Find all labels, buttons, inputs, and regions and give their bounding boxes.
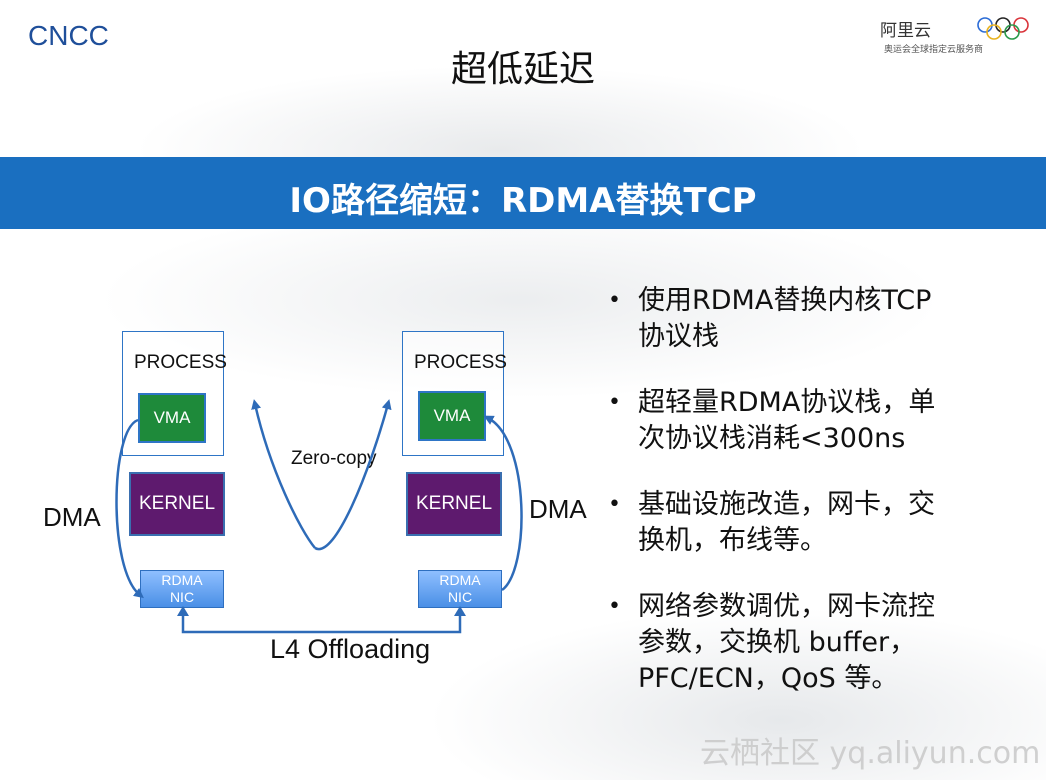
bullet-dot-icon: •: [608, 390, 621, 415]
bullet-line: 超轻量RDMA协议栈，单: [638, 387, 936, 418]
cncc-logo: CNCC: [28, 20, 109, 51]
l4-offloading-label: L4 Offloading: [270, 634, 431, 664]
left-dma-arrow: [115, 418, 144, 599]
aliyun-brand: 阿里云: [880, 21, 931, 41]
right-rdma-nic-box: RDMA NIC: [418, 570, 502, 608]
bullet-dot-icon: •: [608, 594, 621, 619]
right-nic-line2: NIC: [447, 589, 473, 605]
left-process-label: PROCESS: [134, 352, 227, 373]
bullet-line: 使用RDMA替换内核TCP: [638, 285, 932, 316]
bullet-line: 换机，布线等。: [638, 525, 827, 556]
bullet-item: • 使用RDMA替换内核TCP 协议栈: [600, 283, 1020, 355]
bullet-item: • 超轻量RDMA协议栈，单 次协议栈消耗<300ns: [600, 385, 1020, 457]
left-vma-box: VMA: [138, 393, 206, 443]
right-dma-label: DMA: [529, 494, 587, 524]
left-rdma-nic-box: RDMA NIC: [140, 570, 224, 608]
watermark: 云栖社区 yq.aliyun.com: [700, 736, 1041, 771]
bullet-line: 协议栈: [638, 321, 719, 352]
bullet-line: 基础设施改造，网卡，交: [638, 489, 935, 520]
bullet-line: PFC/ECN，QoS 等。: [638, 663, 899, 694]
bullet-line: 次协议栈消耗<300ns: [638, 423, 906, 454]
bullet-item: • 网络参数调优，网卡流控 参数，交换机 buffer， PFC/ECN，QoS…: [600, 589, 1020, 697]
bullet-line: 参数，交换机 buffer，: [638, 627, 917, 658]
zero-copy-arrow-up-left: [251, 399, 316, 549]
banner-text: IO路径缩短：RDMA替换TCP: [289, 181, 757, 221]
right-kernel-box: KERNEL: [406, 472, 502, 536]
bullet-list: • 使用RDMA替换内核TCP 协议栈 • 超轻量RDMA协议栈，单 次协议栈消…: [600, 283, 1020, 727]
olympic-rings-icon: [977, 17, 1029, 40]
left-nic-line2: NIC: [169, 589, 195, 605]
right-process-label: PROCESS: [414, 352, 507, 373]
aliyun-logo: 阿里云 奥运会全球指定云服务商: [880, 14, 1030, 58]
right-dma-arrow: [483, 415, 523, 592]
left-dma-label: DMA: [43, 502, 101, 532]
offloading-arrow: [181, 612, 462, 634]
title-banner: IO路径缩短：RDMA替换TCP: [0, 157, 1046, 229]
bullet-line: 网络参数调优，网卡流控: [638, 591, 935, 622]
aliyun-tagline: 奥运会全球指定云服务商: [884, 45, 984, 55]
bullet-item: • 基础设施改造，网卡，交 换机，布线等。: [600, 487, 1020, 559]
right-vma-box: VMA: [418, 391, 486, 441]
right-nic-line1: RDMA: [439, 572, 481, 588]
zero-copy-arrow-up-right: [314, 399, 392, 551]
left-kernel-box: KERNEL: [129, 472, 225, 536]
bullet-dot-icon: •: [608, 492, 621, 517]
left-nic-line1: RDMA: [161, 572, 203, 588]
slide-title: 超低延迟: [450, 49, 595, 90]
bullet-dot-icon: •: [608, 288, 621, 313]
zero-copy-label: Zero-copy: [291, 448, 377, 469]
